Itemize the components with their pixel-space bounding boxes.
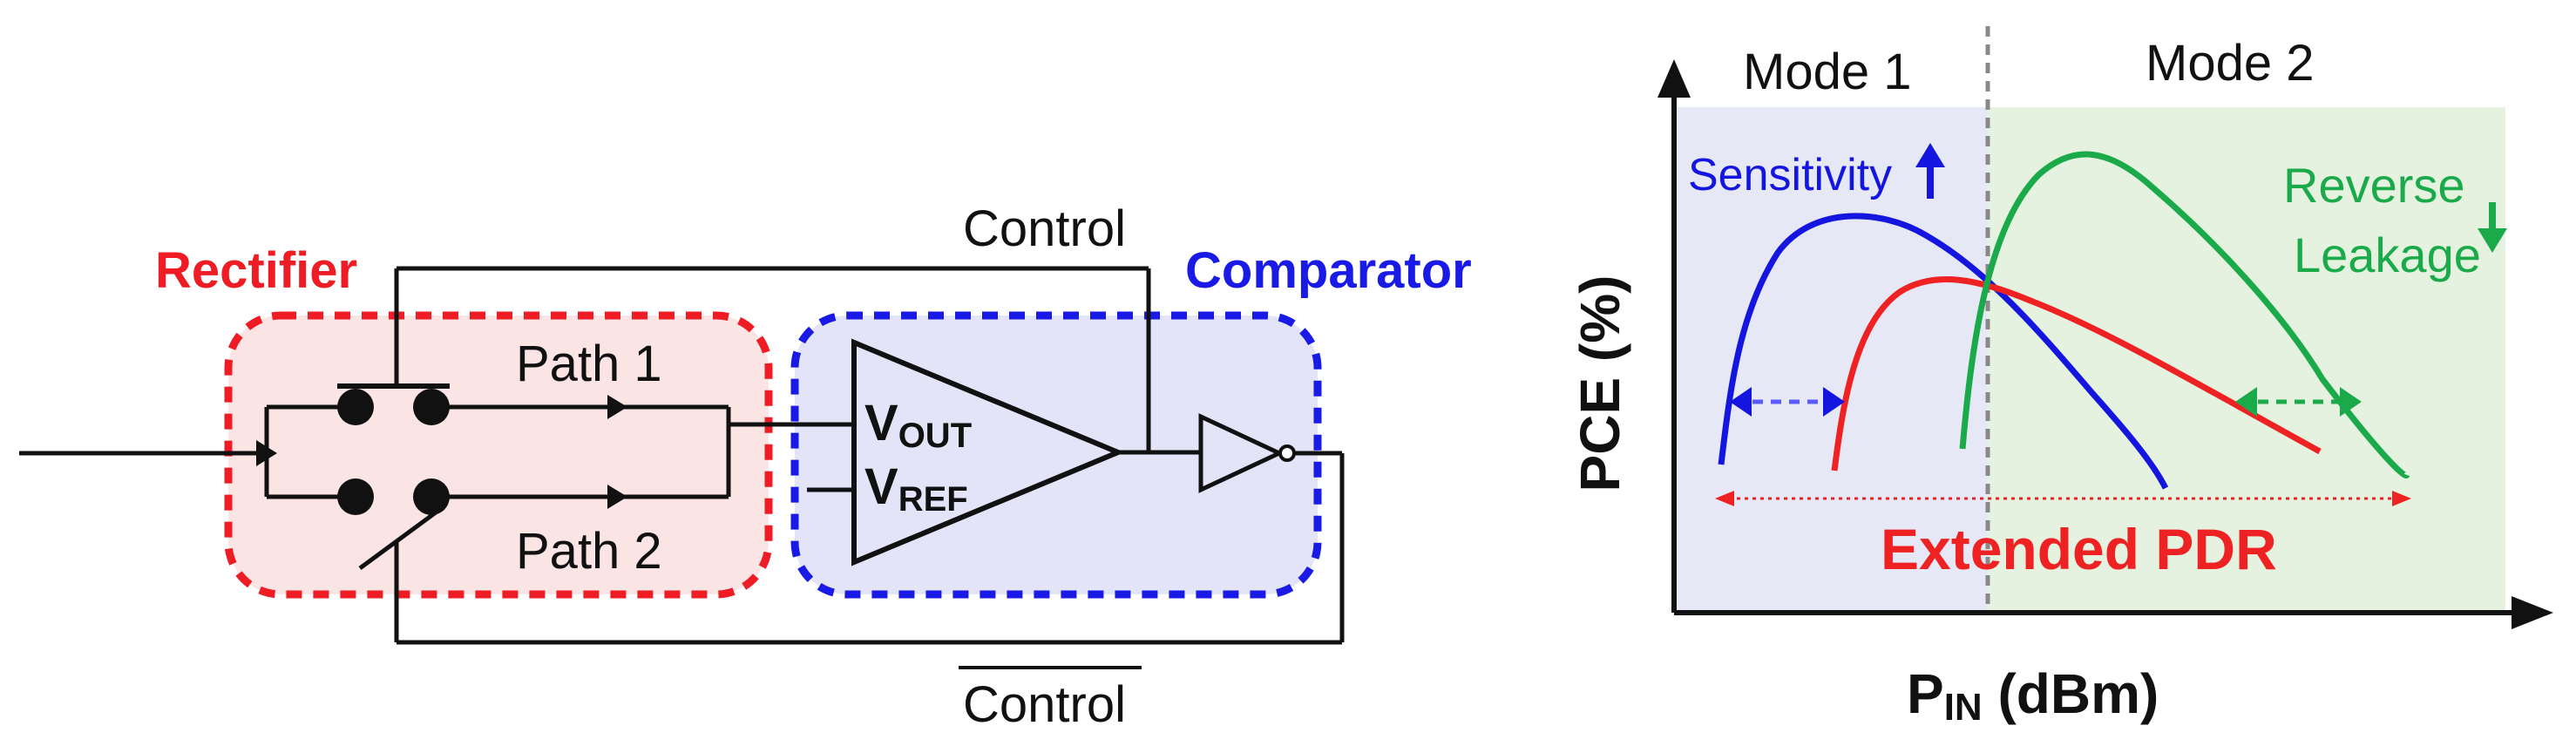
- comparator-label: Comparator: [1185, 242, 1472, 299]
- circuit-diagram: Rectifier Comparator Control Control Pat…: [19, 200, 1472, 733]
- pdr-arrowhead-right: [2392, 491, 2411, 506]
- leakage-arrowhead-left: [2235, 387, 2257, 417]
- green-curve: [1959, 151, 2410, 479]
- leakage-down-arrow-head: [2478, 228, 2507, 253]
- mode2-region: [1988, 107, 2505, 613]
- rectifier-region: [224, 311, 773, 599]
- pce-plot: Mode 1 Mode 2 Sensitivity Reverse Leakag…: [1569, 26, 2553, 729]
- path1-label: Path 1: [516, 336, 662, 392]
- sensitivity-label: Sensitivity: [1688, 150, 1892, 200]
- inverter-symbol: [1198, 413, 1285, 493]
- sensitivity-up-arrow-head: [1915, 143, 1945, 167]
- comparator-symbol: [851, 338, 1125, 566]
- blue-curve: [1718, 213, 2169, 490]
- leakage-arrowhead-right: [2340, 387, 2362, 417]
- y-axis-label: PCE (%): [1569, 275, 1631, 492]
- sensitivity-arrowhead-right: [1823, 387, 1845, 417]
- mode1-label: Mode 1: [1743, 44, 1911, 100]
- x-axis-label: PIN (dBm): [1907, 662, 2159, 729]
- pdr-arrowhead-left: [1715, 491, 1734, 506]
- pdr-label: Extended PDR: [1881, 517, 2277, 581]
- control-label: Control: [963, 200, 1126, 257]
- switch2-left-dot: [337, 478, 374, 515]
- path1-arrowhead: [607, 395, 627, 419]
- sensitivity-arrowhead-left: [1730, 387, 1752, 417]
- path2-arrowhead: [607, 485, 627, 509]
- vout-label: VOUT: [864, 395, 972, 455]
- switch2-blade: [358, 510, 437, 571]
- rectifier-label: Rectifier: [155, 242, 357, 299]
- reverse-label: Reverse: [2283, 158, 2465, 213]
- x-axis-arrowhead: [2512, 596, 2553, 629]
- control-bar-label: Control: [963, 676, 1126, 733]
- switch1-left-dot: [337, 389, 374, 425]
- path2-label: Path 2: [516, 523, 662, 580]
- y-axis-arrowhead: [1657, 59, 1691, 98]
- red-curve: [1831, 276, 2322, 471]
- mode1-region: [1674, 107, 1988, 613]
- leakage-label: Leakage: [2294, 227, 2481, 282]
- comparator-region: [790, 311, 1322, 599]
- inverter-bubble: [1278, 444, 1296, 462]
- vref-label: VREF: [864, 458, 968, 519]
- mode2-label: Mode 2: [2146, 35, 2314, 92]
